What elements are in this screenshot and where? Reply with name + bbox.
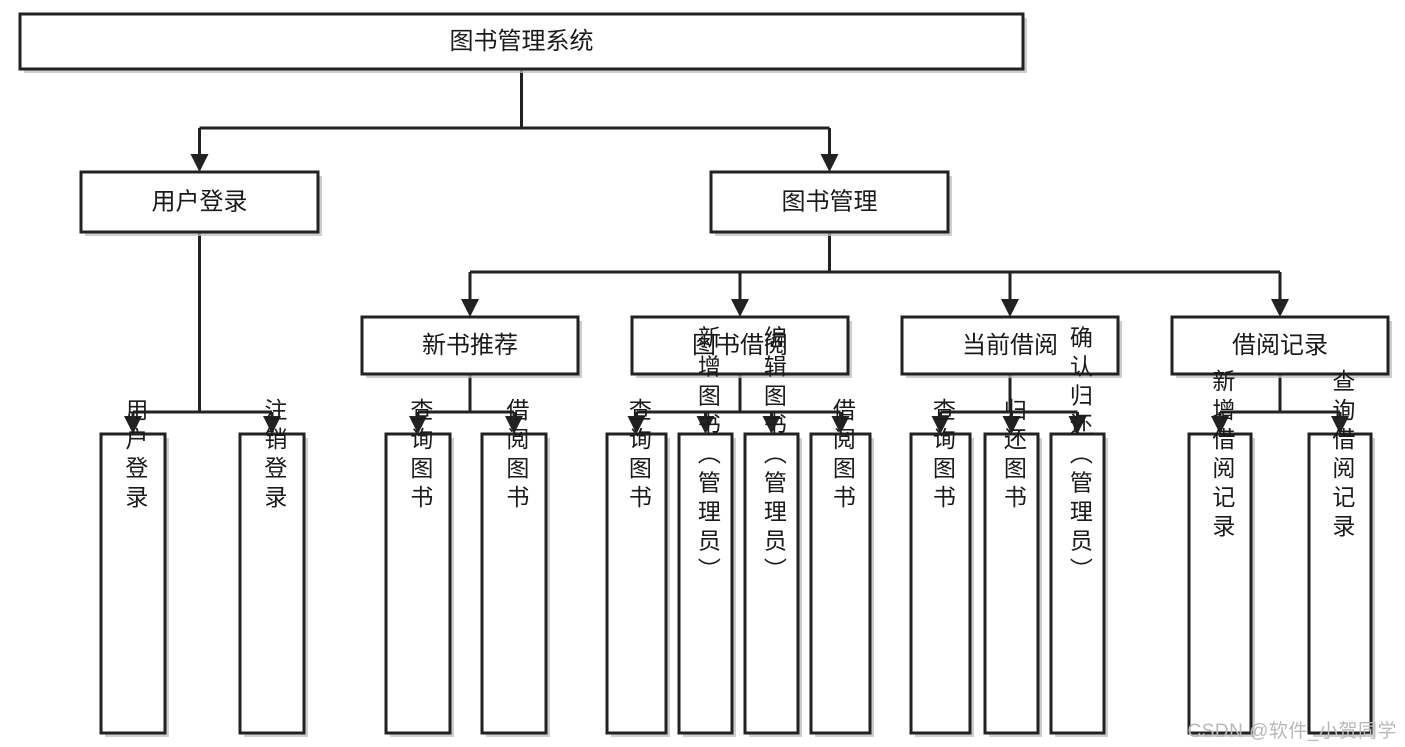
node-label: 图书管理系统 — [450, 28, 594, 55]
edges-layer — [124, 69, 1349, 434]
node-label: 注销登录 — [261, 398, 288, 514]
node-book-manage[interactable]: 图书管理 — [709, 170, 952, 236]
node-box[interactable] — [1049, 432, 1106, 735]
node-box[interactable] — [18, 12, 1025, 71]
edge-arrowhead-leaf-query-book-2 — [627, 416, 646, 434]
node-leaf-borrow-book-2[interactable]: 借阅图书 — [809, 398, 874, 737]
node-leaf-query-book-1[interactable]: 查询图书 — [384, 398, 454, 737]
edge-arrowhead-leaf-add-book — [696, 416, 715, 434]
node-box[interactable] — [630, 315, 850, 376]
node-borrow-record[interactable]: 借阅记录 — [1170, 315, 1392, 378]
node-label: 查询图书 — [929, 398, 956, 514]
node-leaf-user-logout[interactable]: 注销登录 — [238, 398, 308, 737]
node-label: 当前借阅 — [962, 332, 1058, 359]
node-label: 借阅图书 — [829, 398, 856, 514]
node-leaf-query-record[interactable]: 查询借阅记录 — [1307, 369, 1375, 737]
node-leaf-borrow-book-1[interactable]: 借阅图书 — [480, 398, 550, 737]
node-leaf-edit-book[interactable]: 编辑图书（管理员） — [743, 326, 802, 738]
node-box[interactable] — [1170, 315, 1390, 376]
node-box[interactable] — [677, 432, 734, 735]
node-leaf-user-login[interactable]: 用户登录 — [99, 398, 169, 737]
edge-arrowhead-leaf-user-login — [124, 416, 142, 434]
node-label: 新增图书（管理员） — [694, 326, 721, 587]
node-box[interactable] — [480, 432, 548, 735]
edge-arrowhead-leaf-query-book-3 — [931, 416, 950, 434]
node-user-login[interactable]: 用户登录 — [79, 170, 322, 236]
node-label: 用户登录 — [122, 398, 149, 514]
node-leaf-add-record[interactable]: 新增借阅记录 — [1187, 369, 1255, 737]
edge-arrowhead-leaf-borrow-book-2 — [831, 416, 850, 434]
node-box[interactable] — [1307, 432, 1373, 735]
node-label: 借阅图书 — [503, 398, 530, 514]
nodes-layer: 图书管理系统用户登录图书管理新书推荐图书借阅当前借阅借阅记录用户登录注销登录查询… — [18, 12, 1392, 738]
node-label: 新增借阅记录 — [1209, 369, 1236, 543]
node-leaf-query-book-2[interactable]: 查询图书 — [605, 398, 670, 737]
node-box[interactable] — [238, 432, 306, 735]
node-label: 图书管理 — [782, 188, 878, 215]
edge-arrowhead-leaf-borrow-book-1 — [505, 416, 523, 434]
node-box[interactable] — [709, 170, 950, 234]
edge-arrowhead-leaf-query-record — [1331, 416, 1349, 434]
node-box[interactable] — [743, 432, 800, 735]
node-label: 查询图书 — [407, 398, 434, 514]
node-box[interactable] — [983, 432, 1040, 735]
node-box[interactable] — [384, 432, 452, 735]
watermark-text: CSDN @软件_小贺同学 — [1187, 721, 1397, 742]
node-box[interactable] — [605, 432, 668, 735]
node-label: 新书推荐 — [422, 332, 518, 359]
edge-arrowhead-leaf-query-book-1 — [409, 416, 427, 434]
edge-arrowhead-leaf-return-book — [1002, 416, 1021, 434]
edge-arrowhead-borrow-record — [1271, 299, 1289, 317]
edge-arrowhead-leaf-add-record — [1211, 416, 1229, 434]
edge-arrowhead-leaf-confirm-return — [1068, 416, 1087, 434]
node-box[interactable] — [809, 432, 872, 735]
node-label: 用户登录 — [152, 188, 248, 215]
node-label: 确认归还（管理员） — [1066, 326, 1093, 587]
edge-arrowhead-current-borrow — [1001, 299, 1019, 317]
node-leaf-return-book[interactable]: 归还图书 — [983, 398, 1042, 737]
node-leaf-confirm-return[interactable]: 确认归还（管理员） — [1049, 326, 1108, 738]
edge-arrowhead-leaf-edit-book — [762, 416, 781, 434]
node-label: 归还图书 — [1000, 398, 1027, 514]
node-leaf-add-book[interactable]: 新增图书（管理员） — [677, 326, 736, 738]
node-box[interactable] — [909, 432, 972, 735]
node-root[interactable]: 图书管理系统 — [18, 12, 1027, 73]
node-label: 编辑图书（管理员） — [760, 326, 787, 587]
edge-arrowhead-book-manage — [820, 154, 839, 172]
node-box[interactable] — [79, 170, 320, 234]
node-box[interactable] — [900, 315, 1120, 376]
edge-arrowhead-user-login — [190, 154, 209, 172]
node-box[interactable] — [99, 432, 167, 735]
edge-arrowhead-book-borrow — [731, 299, 749, 317]
edge-arrowhead-leaf-user-logout — [263, 416, 281, 434]
node-label: 查询借阅记录 — [1329, 369, 1356, 543]
node-new-book-rec[interactable]: 新书推荐 — [360, 315, 582, 378]
node-book-borrow[interactable]: 图书借阅 — [630, 315, 852, 378]
node-label: 图书借阅 — [692, 332, 788, 359]
edge-arrowhead-new-book-rec — [461, 299, 479, 317]
node-box[interactable] — [1187, 432, 1253, 735]
node-label: 借阅记录 — [1232, 332, 1328, 359]
node-current-borrow[interactable]: 当前借阅 — [900, 315, 1122, 378]
node-label: 查询图书 — [625, 398, 652, 514]
node-box[interactable] — [360, 315, 580, 376]
node-leaf-query-book-3[interactable]: 查询图书 — [909, 398, 974, 737]
